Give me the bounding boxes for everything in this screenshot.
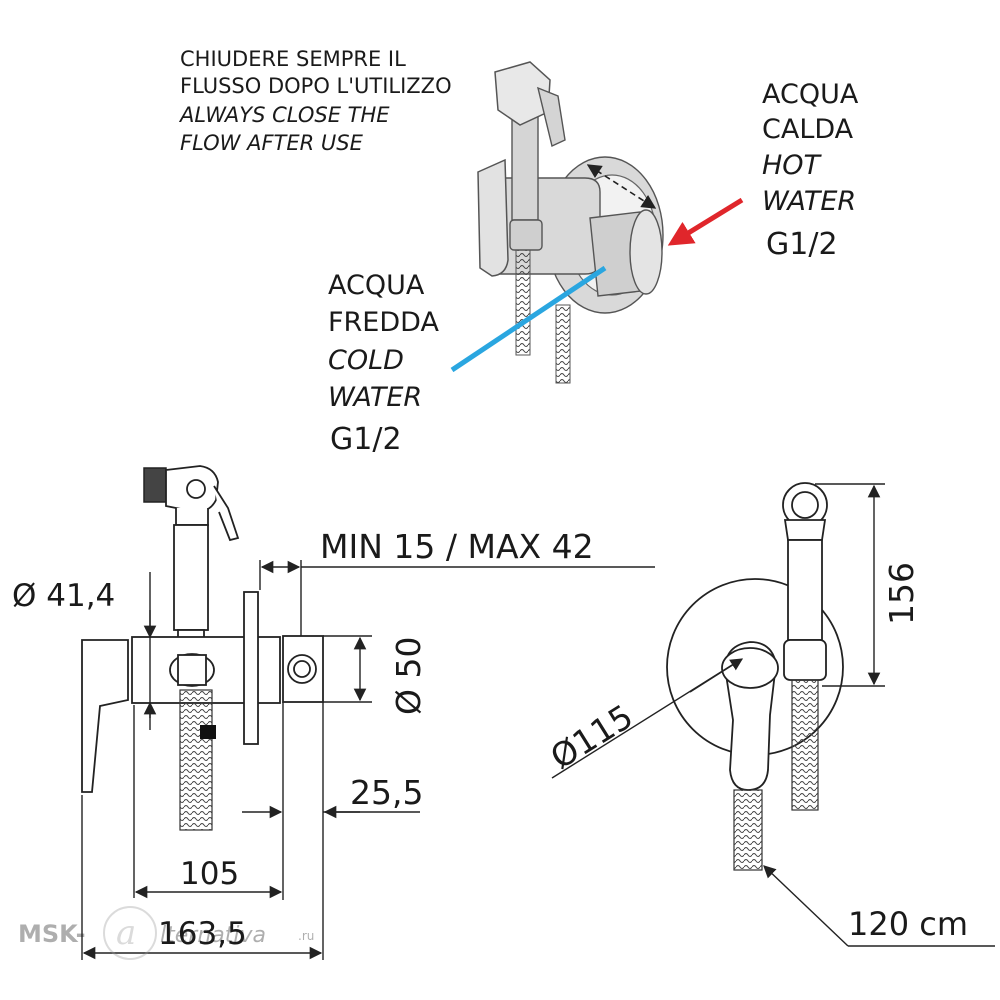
dim-body-diameter: Ø 41,4 [12, 578, 115, 614]
cold-en-line2: WATER [328, 382, 422, 413]
notice-en-line1: ALWAYS CLOSE THE [178, 103, 390, 127]
notice-en-line2: FLOW AFTER USE [180, 131, 364, 155]
isometric-product-illustration [477, 61, 664, 384]
side-view-drawing: MIN 15 / MAX 42 Ø 41,4 Ø 50 25,5 105 163… [12, 465, 655, 960]
hot-it-line1: ACQUA [762, 79, 859, 110]
notice-it-line1: CHIUDERE SEMPRE IL [180, 47, 406, 71]
watermark-logo [103, 906, 157, 960]
hot-en-line2: WATER [762, 186, 856, 217]
dim-inlet-depth: 25,5 [350, 773, 423, 812]
watermark-prefix: MSK- [18, 920, 86, 948]
hot-water-arrow [667, 197, 744, 246]
dim-body-length: 105 [180, 856, 239, 892]
cold-it-line1: ACQUA [328, 270, 425, 301]
side-wall-plate [243, 591, 259, 745]
usage-notice: CHIUDERE SEMPRE IL FLUSSO DOPO L'UTILIZZ… [178, 47, 452, 155]
hot-water-label: ACQUA CALDA HOT WATER G1/2 [762, 79, 859, 262]
dim-plate-diameter: Ø115 [544, 697, 640, 777]
cold-en-line1: COLD [328, 345, 404, 376]
iso-lever-handle [477, 158, 509, 277]
side-lever [81, 639, 129, 793]
hot-thread-size: G1/2 [766, 227, 838, 262]
watermark-suffix: .ru [298, 929, 314, 943]
cold-it-line2: FREDDA [328, 307, 439, 338]
cold-water-label: ACQUA FREDDA COLD WATER G1/2 [328, 270, 439, 457]
cold-water-arrow [450, 265, 607, 373]
svg-text:a: a [116, 913, 136, 953]
hot-it-line2: CALDA [762, 114, 854, 145]
hose-length-label: 120 cm [848, 905, 968, 943]
front-view-drawing: 156 Ø115 120 cm [544, 482, 995, 947]
watermark-rest: lternativa [160, 923, 266, 948]
cold-thread-size: G1/2 [330, 422, 402, 457]
hot-en-line1: HOT [762, 150, 823, 181]
dim-inlet-diameter: Ø 50 [389, 637, 428, 715]
dim-front-height: 156 [882, 562, 921, 625]
dim-wall-range: MIN 15 / MAX 42 [320, 527, 594, 566]
notice-it-line2: FLUSSO DOPO L'UTILIZZO [180, 74, 452, 98]
dim-total-length: 163,5 [158, 916, 247, 952]
watermark: MSK- a lternativa .ru [18, 906, 314, 960]
